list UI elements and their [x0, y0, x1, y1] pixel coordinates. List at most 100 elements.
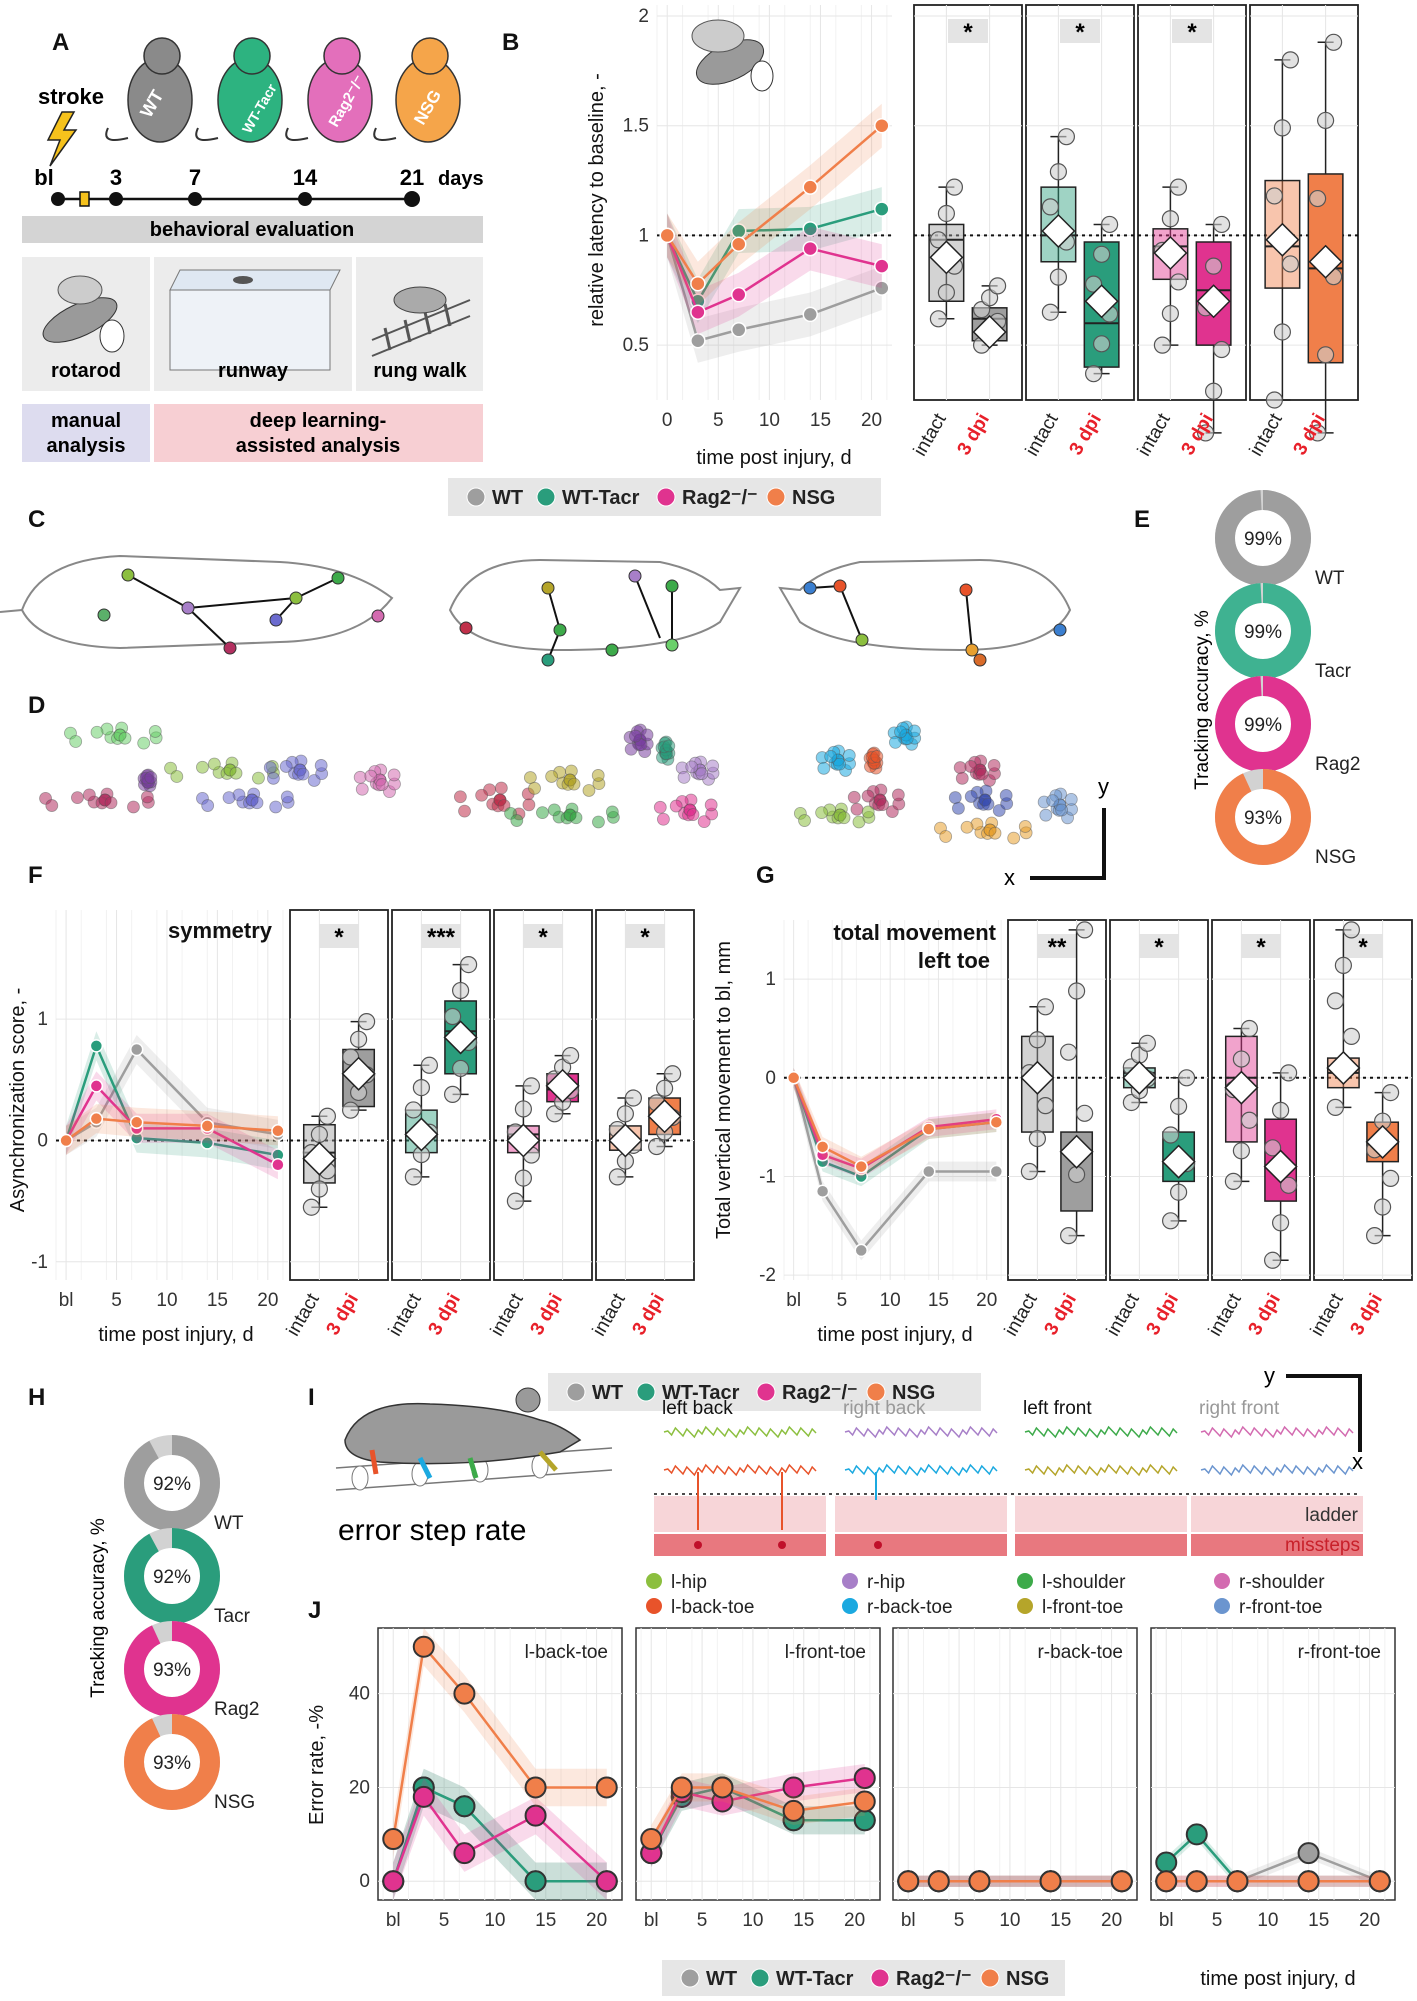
data-point: [1185, 1870, 1208, 1893]
tracking-point: [629, 729, 642, 743]
y-tick-label: 20: [349, 1777, 370, 1798]
facet-frame: [1007, 919, 1107, 1281]
data-point: [782, 1776, 805, 1799]
data-point: [1110, 1870, 1133, 1893]
sample-point: [342, 1101, 360, 1119]
significance-label: *: [1256, 934, 1266, 961]
sample-point: [1308, 424, 1327, 442]
data-point: [730, 236, 747, 252]
tracking-point: [988, 826, 1002, 840]
confidence-band: [66, 1031, 278, 1170]
tracking-point: [847, 790, 861, 804]
sample-point: [1224, 1172, 1243, 1190]
sample-point: [972, 300, 991, 319]
tracking-point: [279, 760, 293, 773]
bodypart-label: l-shoulder: [1042, 1572, 1126, 1593]
ladder-band: [1015, 1496, 1187, 1532]
y-tick-label: 1: [765, 969, 776, 990]
sample-point: [1122, 1093, 1141, 1112]
box-category-label: intact: [589, 1289, 630, 1339]
box-category-label: 3 dpi: [1347, 1290, 1387, 1339]
tracking-point: [69, 735, 83, 748]
tracking-point: [148, 725, 162, 738]
mean-diamond: [506, 1123, 541, 1158]
trace-line: [844, 1463, 998, 1477]
tracking-ylabel-e: Tracking accuracy, %: [1192, 610, 1213, 790]
confidence-band: [667, 213, 882, 363]
x-tick-label: 10: [484, 1910, 505, 1931]
tracking-point: [170, 770, 184, 783]
sample-point: [1161, 210, 1180, 228]
box-category-label: 3 dpi: [1143, 1290, 1183, 1339]
tracking-point: [127, 800, 140, 814]
sample-point: [1281, 51, 1300, 69]
tracking-point: [90, 725, 104, 739]
missteps-label: missteps: [1285, 1535, 1360, 1556]
tracking-point: [815, 806, 829, 820]
data-point: [524, 1804, 547, 1827]
data-point: [640, 1828, 663, 1851]
data-point: [690, 275, 706, 292]
sample-point: [1092, 335, 1111, 353]
tracking-point: [591, 769, 605, 782]
data-point: [690, 304, 706, 320]
data-point: [453, 1842, 476, 1865]
bodypart-swatch: [842, 1598, 858, 1614]
tracking-point: [706, 759, 720, 773]
data-point: [271, 1158, 285, 1172]
panel-letter-i: I: [308, 1384, 315, 1411]
sample-point: [1212, 340, 1231, 359]
legend-label: NSG: [792, 487, 835, 509]
sig-strip: [1139, 934, 1179, 958]
stroke-label: stroke: [38, 84, 104, 109]
tracking-point: [876, 798, 890, 811]
sample-point: [460, 955, 478, 974]
tracking-point: [953, 761, 967, 774]
sig-strip: [948, 19, 988, 43]
legend-label: Rag2⁻/⁻: [896, 1968, 972, 1990]
data-point: [382, 1870, 405, 1893]
panel-letter-d: D: [28, 692, 45, 719]
mean-diamond: [1161, 1144, 1196, 1179]
data-point: [989, 1164, 1004, 1179]
misstep-dot: [778, 1541, 786, 1549]
y-tick-label: -1: [31, 1252, 48, 1273]
tracking-point: [1018, 820, 1032, 833]
axis-arrows-i: [1286, 1374, 1362, 1452]
sample-point: [1334, 956, 1353, 974]
tracking-point: [817, 761, 831, 775]
misstep-dot: [874, 1541, 882, 1549]
legend-swatch: [680, 1968, 700, 1988]
manual-box: [22, 404, 150, 462]
sig-strip: [1241, 934, 1281, 958]
mean-diamond: [1263, 1149, 1298, 1184]
trace-title: right front: [1199, 1398, 1280, 1419]
data-point: [1368, 1870, 1391, 1893]
tracking-point: [269, 800, 283, 814]
sample-point: [980, 289, 999, 307]
confidence-band: [667, 213, 882, 335]
facet-frame: [595, 909, 695, 1281]
timeline-3: 3: [110, 165, 122, 190]
sample-point: [412, 1078, 430, 1097]
x-tick-label: 10: [1257, 1910, 1278, 1931]
data-point: [897, 1870, 920, 1893]
sig-strip: [625, 924, 665, 948]
sample-point: [1204, 257, 1223, 275]
tracking-point: [144, 771, 158, 784]
tracking-point: [981, 797, 995, 811]
donut-percent: 93%: [153, 1660, 191, 1681]
x-tick-label: 5: [713, 410, 724, 431]
data-point: [659, 227, 675, 244]
sample-point: [1092, 245, 1111, 263]
data-point: [129, 1042, 144, 1057]
sample-point: [1240, 1111, 1259, 1129]
sample-point: [1100, 215, 1119, 234]
